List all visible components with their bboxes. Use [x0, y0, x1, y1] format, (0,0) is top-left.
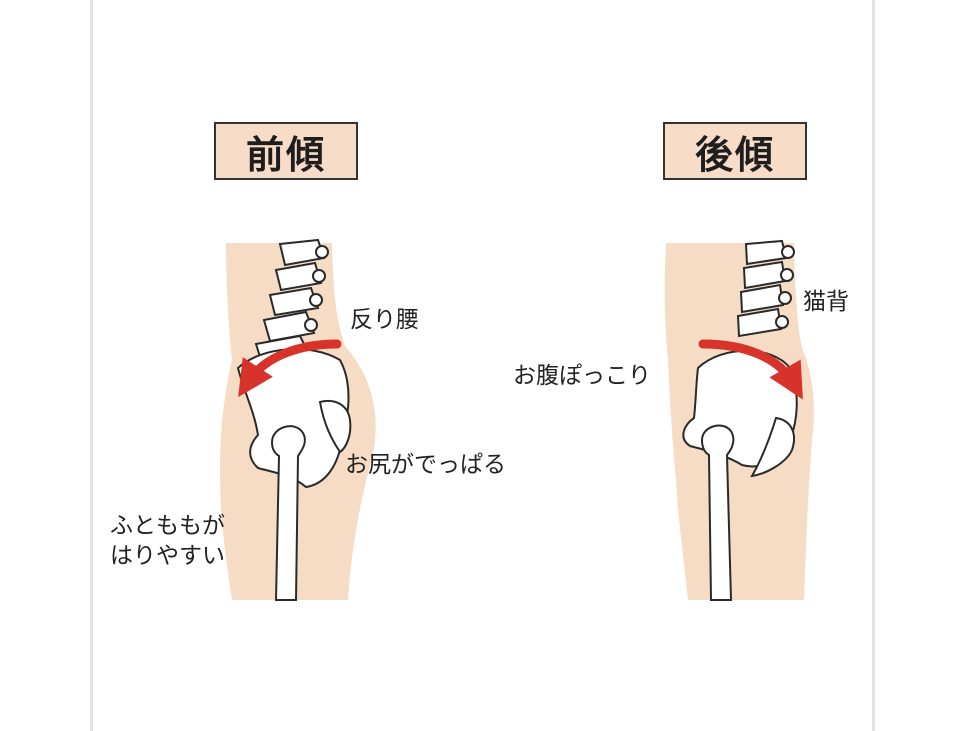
- anterior-sacrum: [318, 400, 352, 454]
- posterior-tilt-title: 後傾: [663, 122, 807, 180]
- hunchback-label: 猫背: [803, 289, 849, 315]
- posterior-sacrum-coccyx: [750, 416, 795, 478]
- right-panel-border: [872, 0, 875, 731]
- anterior-rotation-arrow: [238, 339, 342, 398]
- posterior-femur: [700, 424, 735, 601]
- swayback-label: 反り腰: [350, 307, 419, 333]
- anterior-femur: [270, 425, 306, 601]
- posterior-tilt-figure: [664, 239, 814, 601]
- anterior-tilt-figure: [220, 238, 376, 601]
- belly-protrusion-label: お腹ぽっこり: [513, 363, 651, 389]
- posterior-lumbar-spine: [736, 239, 795, 338]
- left-panel-border: [90, 0, 93, 731]
- posterior-rotation-arrow: [698, 339, 803, 400]
- thigh-tension-label: ふとももが はりやすい: [110, 512, 225, 572]
- protruding-buttocks-label: お尻がでっぱる: [345, 452, 506, 478]
- anterior-tilt-title: 前傾: [214, 122, 358, 180]
- thigh-label-line1: ふとももが: [110, 513, 225, 539]
- thigh-label-line2: はりやすい: [110, 542, 225, 569]
